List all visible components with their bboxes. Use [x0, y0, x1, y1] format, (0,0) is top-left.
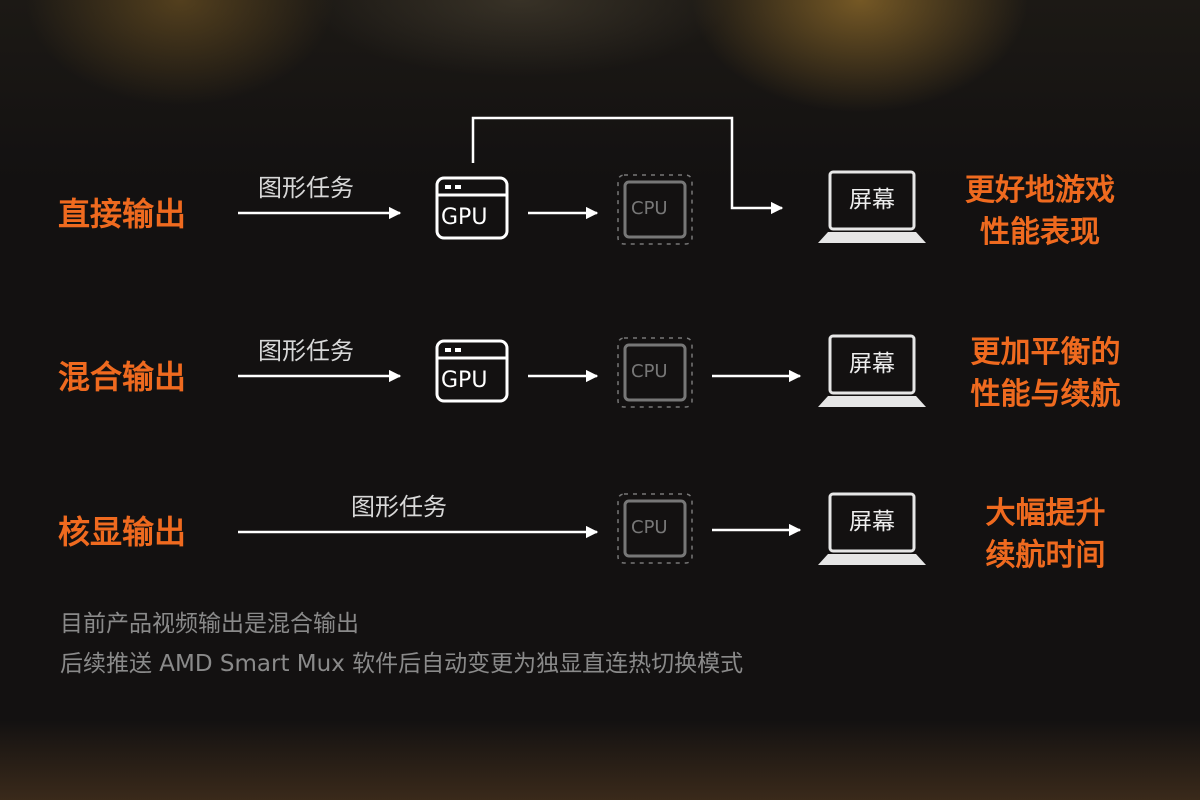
note-current-mode: 目前产品视频输出是混合输出: [60, 611, 359, 637]
bottom-glow: [0, 720, 1200, 800]
outcome-line: 性能与续航: [970, 377, 1121, 412]
outcome-line: 更好地游戏: [965, 173, 1115, 208]
laptop-icon: [818, 170, 926, 243]
cpu-icon: [617, 174, 693, 245]
cpu-icon: [617, 337, 693, 408]
cpu-icon: [617, 493, 693, 564]
gpu-icon: [435, 339, 509, 403]
row-direct-output: [238, 116, 926, 245]
circuit-board-background: [0, 0, 1200, 180]
outcome-direct: 更好地游戏 性能表现: [945, 170, 1135, 254]
task-label: 图形任务: [351, 493, 447, 521]
screen-label: 屏幕: [849, 351, 895, 377]
gpu-icon: [435, 176, 509, 240]
outcome-line: 大幅提升: [985, 496, 1106, 531]
outcome-line: 更加平衡的: [970, 335, 1121, 370]
laptop-icon: [818, 334, 926, 407]
mode-label-integrated: 核显输出: [58, 513, 187, 551]
outcome-line: 续航时间: [985, 538, 1106, 573]
screen-label: 屏幕: [849, 187, 895, 213]
note-smart-mux-update: 后续推送 AMD Smart Mux 软件后自动变更为独显直连热切换模式: [60, 651, 744, 677]
gpu-label: GPU: [441, 368, 488, 393]
mode-label-hybrid: 混合输出: [58, 358, 187, 396]
task-label: 图形任务: [258, 337, 354, 365]
mode-label-direct: 直接输出: [58, 195, 187, 233]
cpu-label: CPU: [631, 198, 668, 219]
gpu-label: GPU: [441, 205, 488, 230]
laptop-icon: [818, 492, 926, 565]
screen-label: 屏幕: [849, 509, 895, 535]
row-hybrid-output: [238, 334, 926, 408]
outcome-integrated: 大幅提升 续航时间: [958, 493, 1133, 577]
task-label: 图形任务: [258, 174, 354, 202]
direct-bypass-line: [471, 116, 784, 215]
cpu-label: CPU: [631, 517, 668, 538]
row-integrated-output: [238, 492, 926, 565]
cpu-label: CPU: [631, 361, 668, 382]
outcome-line: 性能表现: [980, 215, 1100, 250]
outcome-hybrid: 更加平衡的 性能与续航: [948, 332, 1143, 416]
